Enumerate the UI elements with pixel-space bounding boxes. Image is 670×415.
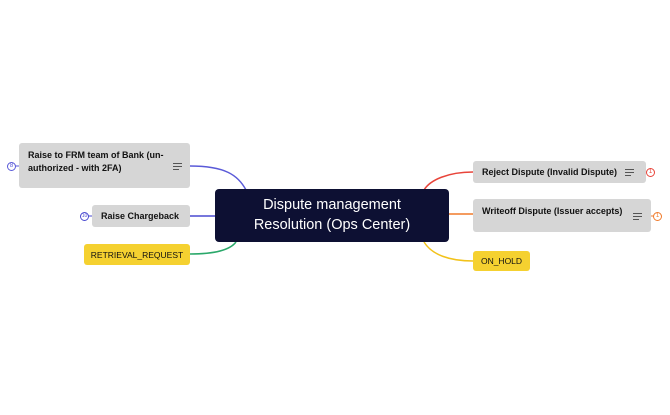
connector-reject [423, 171, 474, 191]
connector-onhold [423, 241, 474, 262]
root-topic-line2: Resolution (Ops Center) [253, 217, 411, 233]
collapse-count-badge-chargeback[interactable]: 10 [80, 212, 89, 221]
topic-raise-chargeback-label: Raise Chargeback [101, 211, 180, 221]
topic-retrieval-request[interactable]: RETRIEVAL_REQUEST [84, 244, 190, 265]
topic-on-hold[interactable]: ON_HOLD [473, 251, 530, 271]
topic-raise-to-frm-line2: authorized - with 2FA) [28, 163, 122, 173]
topic-raise-chargeback[interactable]: Raise Chargeback [92, 205, 190, 227]
collapse-count-badge-writeoff[interactable]: 1 [653, 212, 662, 221]
topic-writeoff-dispute-label: Writeoff Dispute (Issuer accepts) [482, 206, 623, 216]
topic-raise-to-frm-line1: Raise to FRM team of Bank (un- [28, 150, 164, 160]
topic-reject-dispute[interactable]: Reject Dispute (Invalid Dispute) [473, 161, 646, 183]
connector-retrieval [189, 241, 237, 255]
notes-icon[interactable] [633, 213, 642, 220]
collapse-count-badge-frm[interactable]: 8 [7, 162, 16, 171]
topic-on-hold-label: ON_HOLD [480, 256, 523, 266]
root-topic[interactable]: Dispute management Resolution (Ops Cente… [215, 189, 449, 242]
root-topic-line1: Dispute management [263, 197, 401, 213]
topic-reject-dispute-label: Reject Dispute (Invalid Dispute) [482, 167, 618, 177]
notes-icon[interactable] [173, 163, 182, 170]
topic-retrieval-request-label: RETRIEVAL_REQUEST [90, 249, 184, 260]
topic-raise-to-frm[interactable]: Raise to FRM team of Bank (un- authorize… [19, 143, 190, 188]
connector-frm [189, 165, 247, 191]
topic-writeoff-dispute[interactable]: Writeoff Dispute (Issuer accepts) [473, 199, 651, 232]
notes-icon[interactable] [625, 169, 634, 176]
collapse-count-badge-reject[interactable]: 1 [646, 168, 655, 177]
